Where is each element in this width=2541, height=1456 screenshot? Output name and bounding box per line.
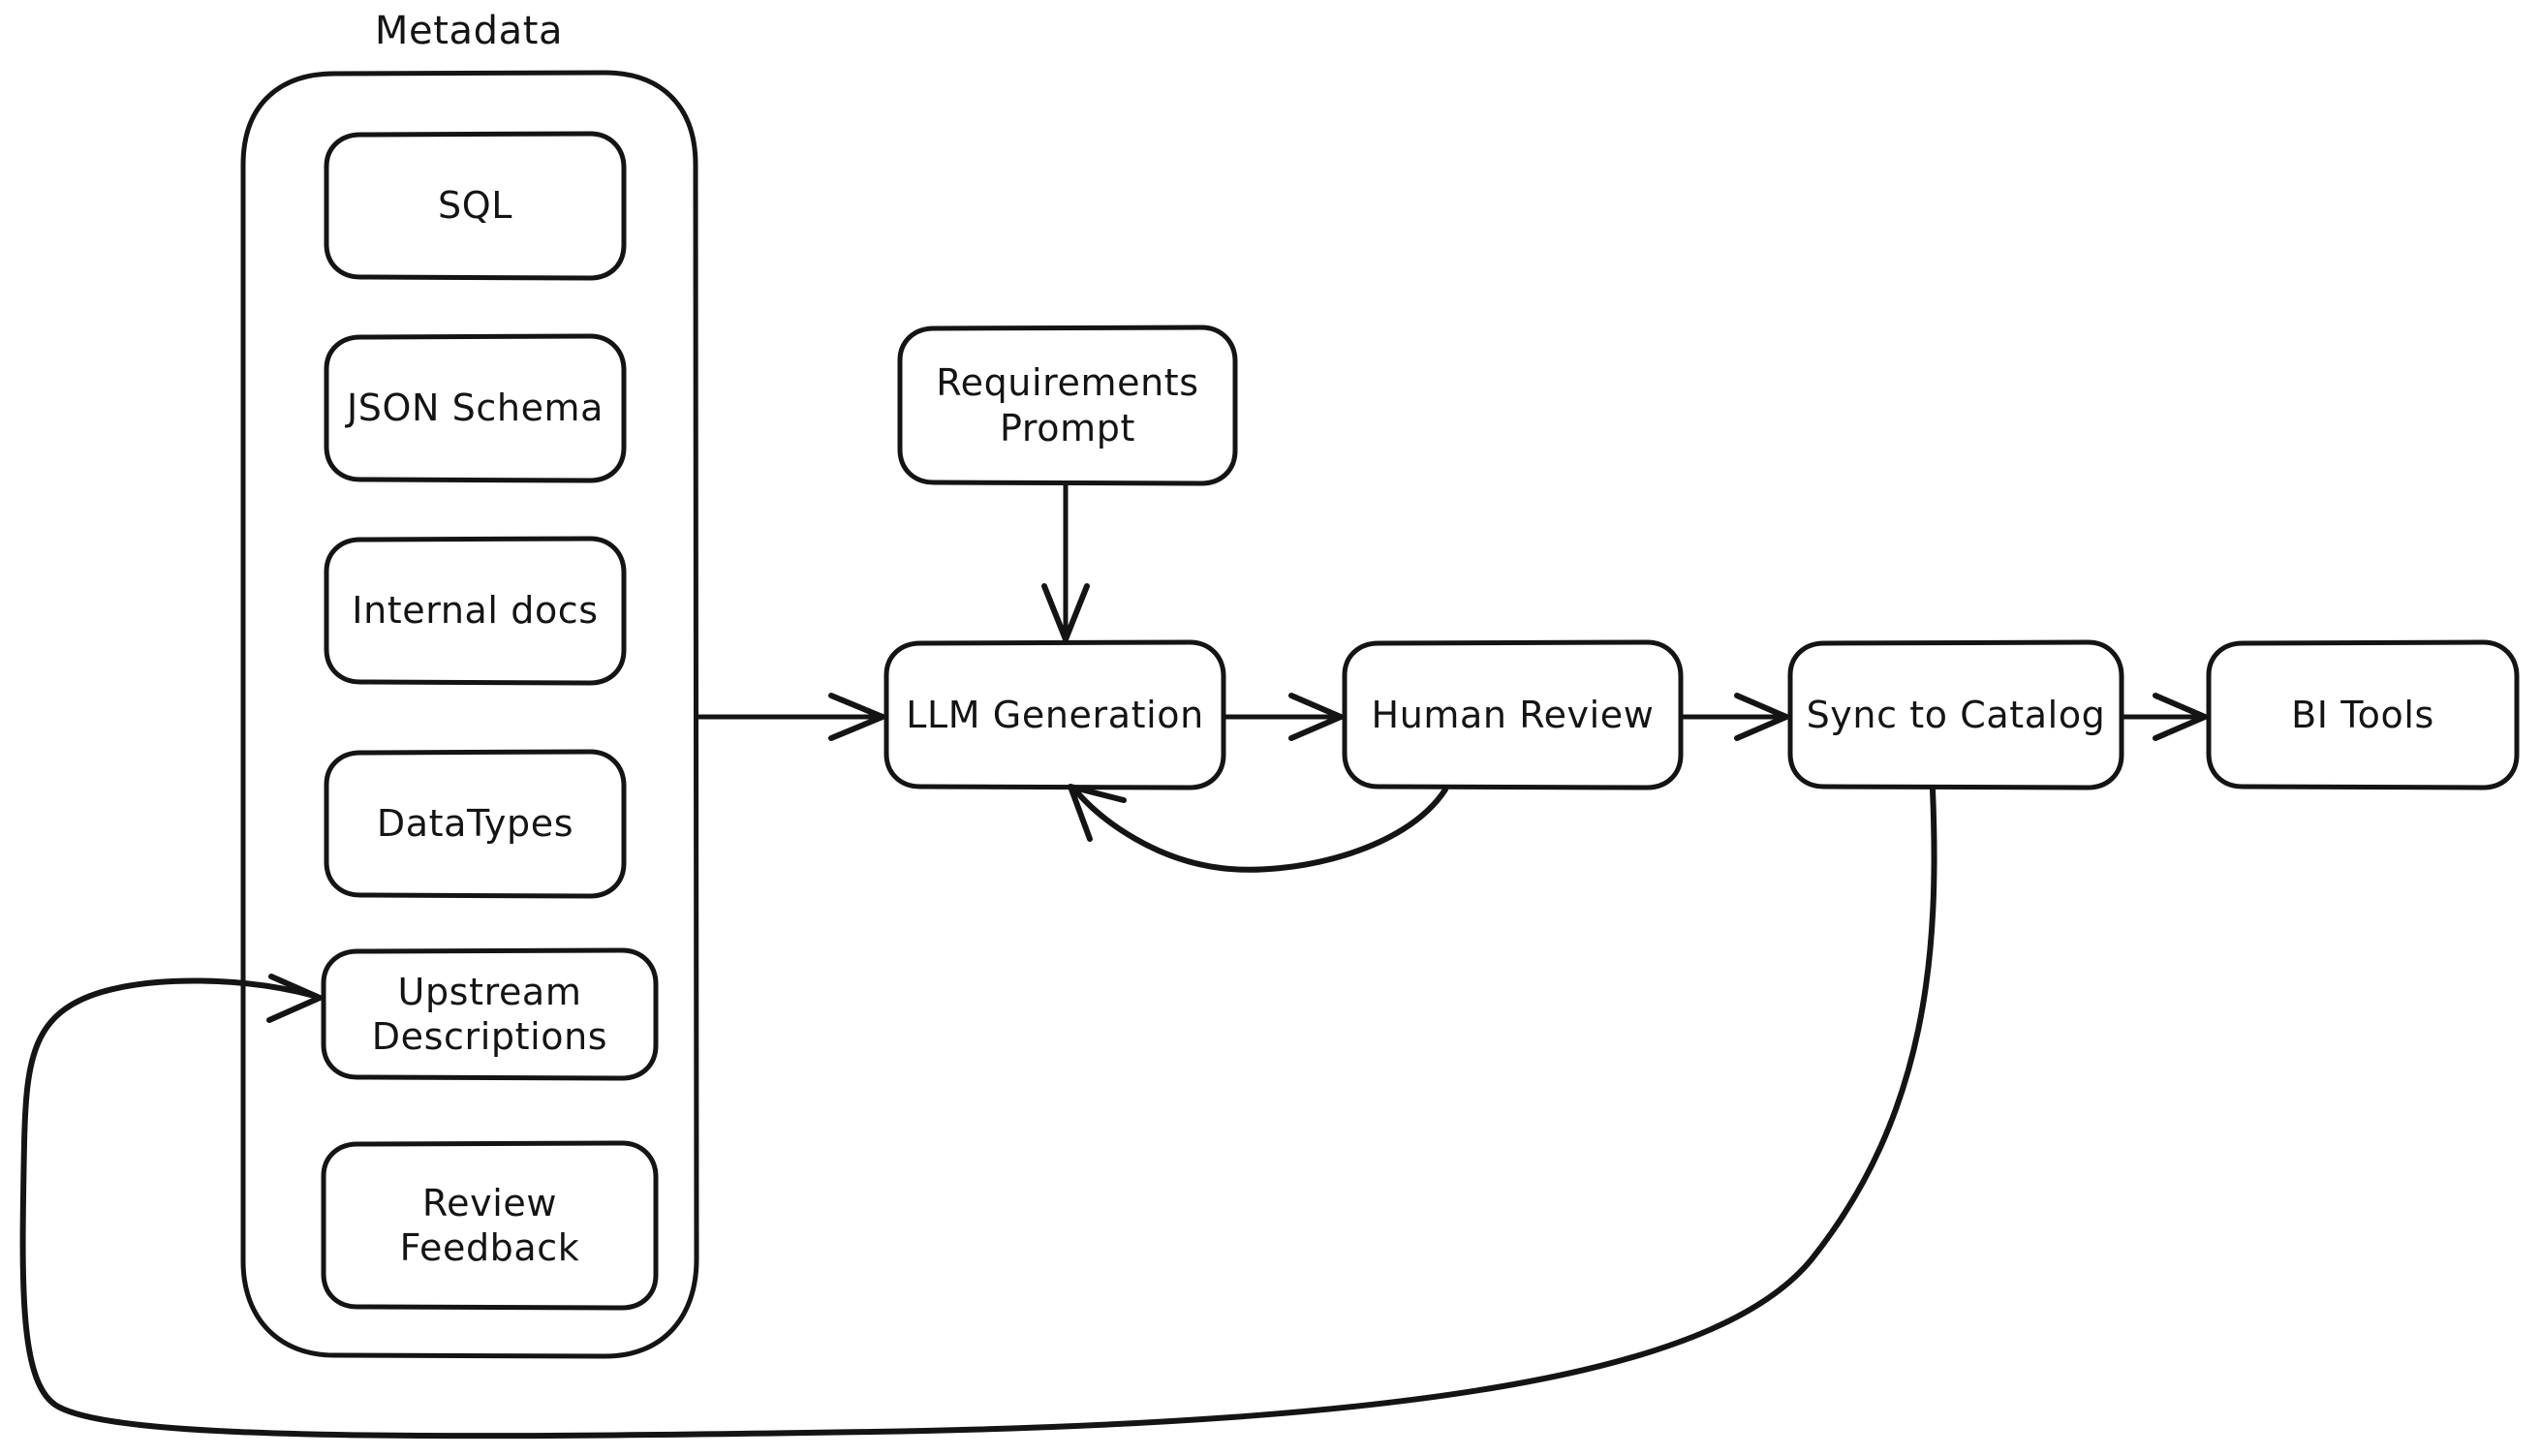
metadata-node-internal-docs[interactable] [324, 536, 627, 686]
metadata-node-upstream-descriptions[interactable] [321, 947, 659, 1081]
node-bi-tools-hit[interactable] [2209, 642, 2517, 788]
node-llm-generation-hit[interactable] [886, 642, 1224, 788]
metadata-node-data-types-hit[interactable] [326, 752, 624, 896]
metadata-node-json-schema-hit[interactable] [326, 336, 624, 480]
edge-human-review-to-llm-generation-feedback [1068, 784, 1448, 873]
metadata-node-internal-docs-hit[interactable] [326, 539, 624, 683]
metadata-node-sql[interactable] [324, 131, 627, 281]
node-llm-generation[interactable] [883, 639, 1226, 790]
metadata-node-review-feedback[interactable] [321, 1140, 659, 1311]
edge-sync-to-catalog-to-upstream-descriptions [19, 787, 1937, 1440]
node-human-review-hit[interactable] [1345, 642, 1681, 788]
edge-sync-to-catalog-to-bi-tools [2120, 693, 2208, 741]
metadata-node-json-schema[interactable] [324, 333, 627, 483]
edge-requirements-prompt-to-llm-generation [1041, 481, 1090, 642]
node-sync-to-catalog-hit[interactable] [1790, 642, 2122, 788]
edge-llm-generation-to-human-review [1222, 693, 1344, 741]
edge-human-review-to-sync-to-catalog [1679, 693, 1789, 741]
node-requirements-prompt[interactable] [897, 325, 1238, 486]
node-human-review[interactable] [1342, 639, 1684, 790]
metadata-node-review-feedback-hit[interactable] [324, 1143, 656, 1308]
node-sync-to-catalog[interactable] [1787, 639, 2124, 790]
edge-metadata-to-llm-generation [694, 693, 885, 741]
metadata-node-upstream-descriptions-hit[interactable] [324, 950, 656, 1078]
node-bi-tools[interactable] [2206, 639, 2520, 790]
node-requirements-prompt-hit[interactable] [900, 327, 1235, 483]
metadata-node-data-types[interactable] [324, 749, 627, 899]
metadata-node-sql-hit[interactable] [326, 134, 624, 278]
